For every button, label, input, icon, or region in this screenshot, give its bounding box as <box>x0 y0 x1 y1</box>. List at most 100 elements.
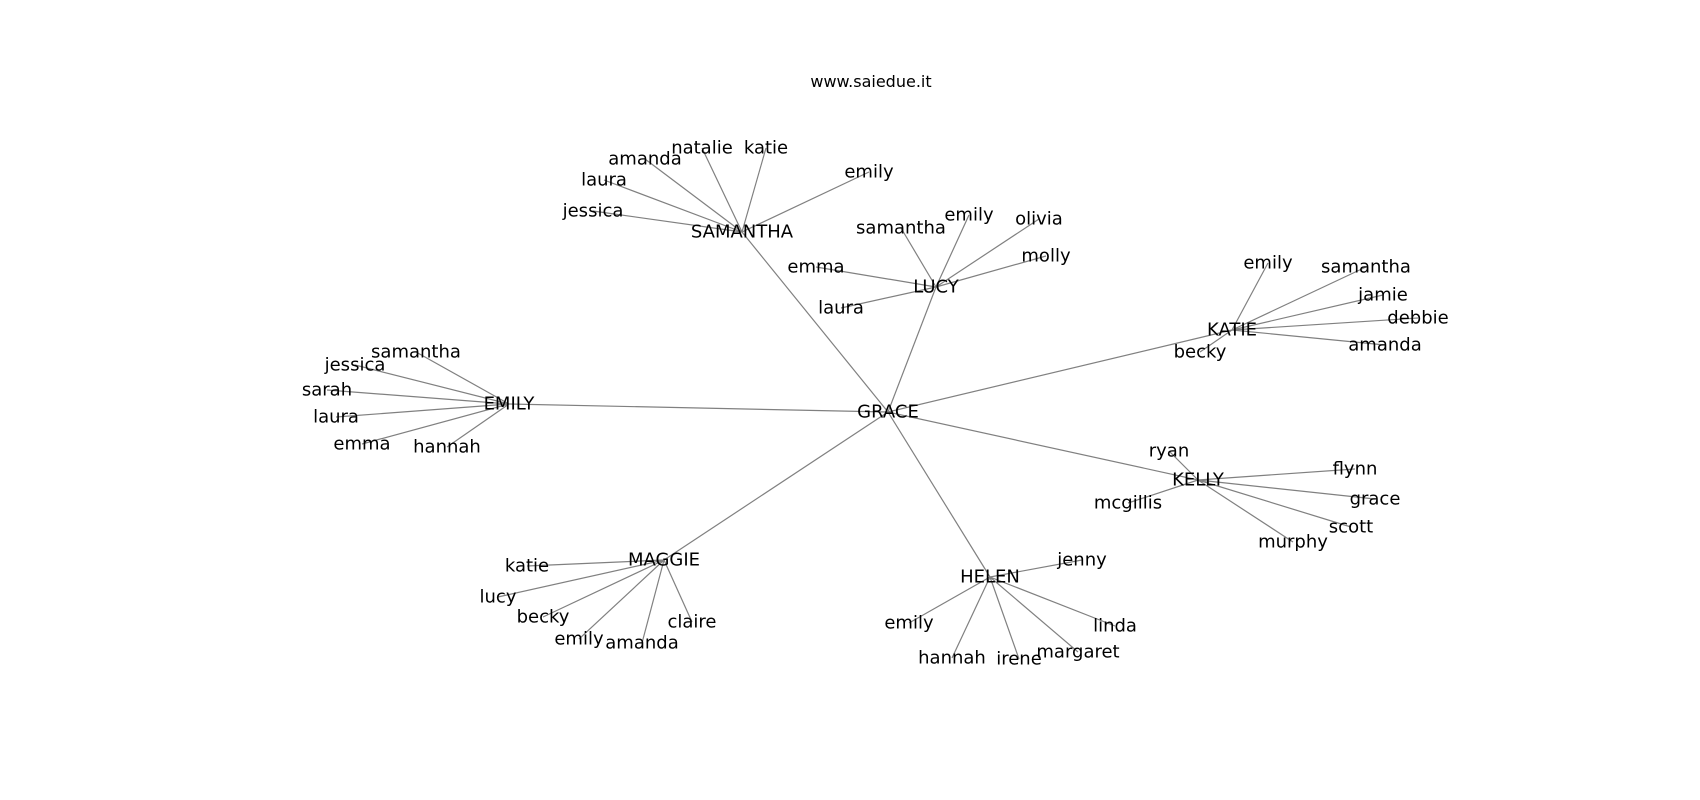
edge-root-helen <box>887 411 991 578</box>
node-leaf-lucy-laura: laura <box>818 298 864 319</box>
edge-katie-debbie <box>1231 317 1419 331</box>
edge-root-kelly <box>887 411 1199 481</box>
node-leaf-lucy-emily: emily <box>944 205 994 226</box>
edge-katie-jamie <box>1231 294 1384 331</box>
edge-lucy-emma <box>815 266 937 288</box>
node-leaf-katie-debbie: debbie <box>1387 308 1448 329</box>
node-hub-lucy: LUCY <box>913 277 960 298</box>
edge-maggie-lucy <box>497 559 665 598</box>
node-leaf-lucy-emma: emma <box>787 257 844 278</box>
edge-helen-linda <box>989 576 1116 627</box>
edges-layer <box>326 147 1419 660</box>
edge-helen-emily <box>908 576 991 624</box>
edge-root-lucy <box>887 286 937 413</box>
edge-katie-samantha <box>1231 266 1367 331</box>
edge-maggie-becky <box>542 559 665 618</box>
node-leaf-helen-hannah: hannah <box>918 648 986 669</box>
edge-katie-amanda <box>1231 329 1386 346</box>
edge-samantha-amanda <box>644 158 743 233</box>
node-hub-kelly: KELLY <box>1172 470 1225 491</box>
node-leaf-katie-emily: emily <box>1243 253 1293 274</box>
node-leaf-maggie-katie: katie <box>505 556 549 577</box>
node-leaf-samantha-amanda: amanda <box>608 149 681 170</box>
edge-samantha-natalie <box>701 147 743 233</box>
node-leaf-helen-linda: linda <box>1093 616 1137 637</box>
node-leaf-helen-jenny: jenny <box>1056 550 1107 571</box>
edge-emily-emma <box>361 403 510 445</box>
node-hub-katie: KATIE <box>1207 320 1257 341</box>
node-leaf-maggie-lucy: lucy <box>480 587 517 608</box>
edge-root-katie <box>887 329 1233 413</box>
edge-emily-sarah <box>326 389 510 405</box>
node-hub-helen: HELEN <box>960 567 1020 588</box>
edge-maggie-claire <box>663 559 693 623</box>
node-leaf-emily-samantha: samantha <box>371 342 461 363</box>
node-leaf-emily-emma: emma <box>333 434 390 455</box>
edge-root-samantha <box>741 231 889 413</box>
edge-samantha-emily <box>741 171 870 233</box>
edge-lucy-molly <box>935 255 1047 288</box>
edge-helen-margaret <box>989 576 1079 653</box>
edge-maggie-emily <box>578 559 665 640</box>
edge-emily-hannah <box>446 403 510 448</box>
edge-samantha-katie <box>741 147 767 233</box>
node-leaf-lucy-samantha: samantha <box>856 218 946 239</box>
edge-emily-samantha <box>415 351 510 405</box>
edge-helen-jenny <box>989 559 1083 578</box>
node-leaf-kelly-murphy: murphy <box>1258 532 1328 553</box>
node-leaf-helen-emily: emily <box>884 613 934 634</box>
edge-helen-irene <box>989 576 1020 660</box>
edge-katie-becky <box>1199 329 1233 353</box>
node-leaf-samantha-laura: laura <box>581 170 627 191</box>
node-leaf-katie-becky: becky <box>1174 342 1227 363</box>
node-leaf-lucy-molly: molly <box>1021 246 1071 267</box>
node-leaf-helen-irene: irene <box>996 649 1042 670</box>
node-leaf-helen-margaret: margaret <box>1036 642 1119 663</box>
node-leaf-kelly-grace: grace <box>1350 489 1401 510</box>
edge-kelly-grace <box>1197 479 1376 500</box>
edge-lucy-olivia <box>935 218 1040 288</box>
node-leaf-samantha-natalie: natalie <box>671 138 733 159</box>
edge-kelly-flynn <box>1197 468 1356 481</box>
edge-katie-emily <box>1231 262 1269 331</box>
edge-root-emily <box>508 403 889 413</box>
node-leaf-samantha-emily: emily <box>844 162 894 183</box>
node-leaf-katie-samantha: samantha <box>1321 257 1411 278</box>
node-leaf-kelly-scott: scott <box>1329 517 1373 538</box>
edge-lucy-samantha <box>900 227 937 288</box>
edge-kelly-scott <box>1197 479 1352 528</box>
node-leaf-maggie-amanda: amanda <box>605 633 678 654</box>
node-hub-samantha: SAMANTHA <box>691 222 794 243</box>
edge-samantha-laura <box>603 179 743 233</box>
node-leaf-maggie-becky: becky <box>517 607 570 628</box>
edge-emily-laura <box>335 403 510 418</box>
node-leaf-emily-hannah: hannah <box>413 437 481 458</box>
node-leaf-maggie-claire: claire <box>667 612 716 633</box>
node-root: GRACE <box>857 402 919 423</box>
edge-helen-hannah <box>951 576 991 659</box>
edge-kelly-ryan <box>1168 450 1199 481</box>
edge-kelly-murphy <box>1197 479 1294 543</box>
edge-maggie-amanda <box>641 559 665 644</box>
edge-lucy-laura <box>840 286 937 309</box>
node-leaf-samantha-jessica: jessica <box>562 201 624 222</box>
site-title: www.saiedue.it <box>810 72 932 91</box>
node-leaf-maggie-emily: emily <box>554 629 604 650</box>
node-leaf-kelly-flynn: flynn <box>1333 459 1378 480</box>
node-leaf-kelly-ryan: ryan <box>1149 441 1190 462</box>
node-leaf-samantha-katie: katie <box>744 138 788 159</box>
node-leaf-katie-jamie: jamie <box>1357 285 1408 306</box>
edge-lucy-emily <box>935 214 970 288</box>
edge-emily-jessica <box>354 364 510 405</box>
node-leaf-emily-laura: laura <box>313 407 359 428</box>
node-leaf-kelly-mcgillis: mcgillis <box>1094 493 1162 514</box>
node-leaf-katie-amanda: amanda <box>1348 335 1421 356</box>
edge-kelly-mcgillis <box>1127 479 1199 504</box>
node-hub-maggie: MAGGIE <box>628 550 700 571</box>
node-leaf-emily-jessica: jessica <box>324 355 386 376</box>
edge-samantha-jessica <box>592 210 743 233</box>
node-leaf-lucy-olivia: olivia <box>1015 209 1063 230</box>
node-hub-emily: EMILY <box>484 394 536 415</box>
